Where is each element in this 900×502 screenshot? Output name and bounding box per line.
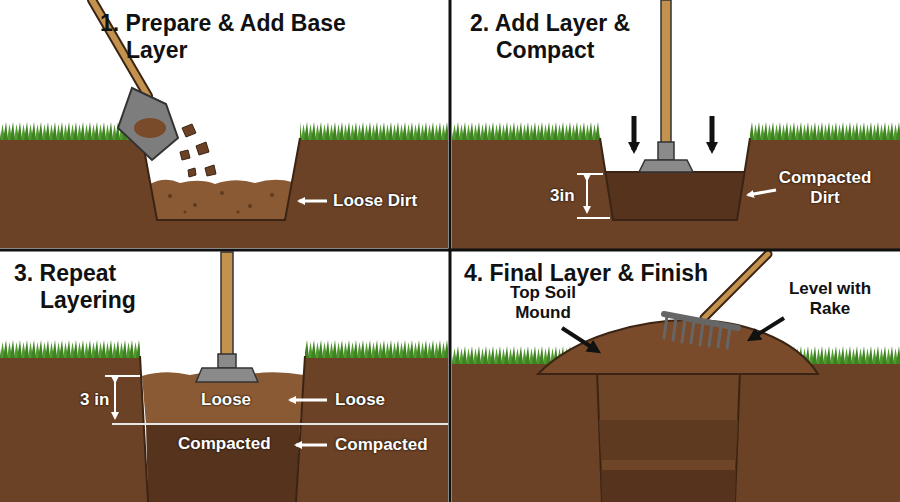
- step-panel: 3. Repeat Layering: [0, 252, 448, 502]
- callout-label: Loose: [201, 390, 251, 410]
- panel-2-art: [452, 0, 900, 250]
- callout-label: Level with Rake: [778, 279, 882, 319]
- step-panel: 2. Add Layer & Compact: [452, 0, 900, 248]
- step-heading: 3. Repeat Layering: [14, 260, 154, 314]
- callout-label: Compacted Dirt: [770, 168, 880, 208]
- step-panel: 1. Prepare & Add Base Layer: [0, 0, 448, 248]
- divider: [0, 249, 900, 252]
- panel-1-art: [0, 0, 448, 248]
- callout-label: Compacted: [335, 435, 428, 455]
- step-heading: 4. Final Layer & Finish: [464, 260, 804, 287]
- callout-label: Compacted: [178, 434, 271, 454]
- panel-4-art: [452, 254, 900, 502]
- step-heading: 1. Prepare & Add Base Layer: [100, 10, 350, 64]
- callout-label: 3in: [550, 186, 575, 206]
- callout-label: Loose Dirt: [333, 191, 417, 211]
- step-heading: 2. Add Layer & Compact: [470, 10, 670, 64]
- panel-3-art: [0, 252, 448, 502]
- callout-label: Loose: [335, 390, 385, 410]
- callout-label: Top Soil Mound: [493, 283, 593, 323]
- callout-label: 3 in: [80, 390, 109, 410]
